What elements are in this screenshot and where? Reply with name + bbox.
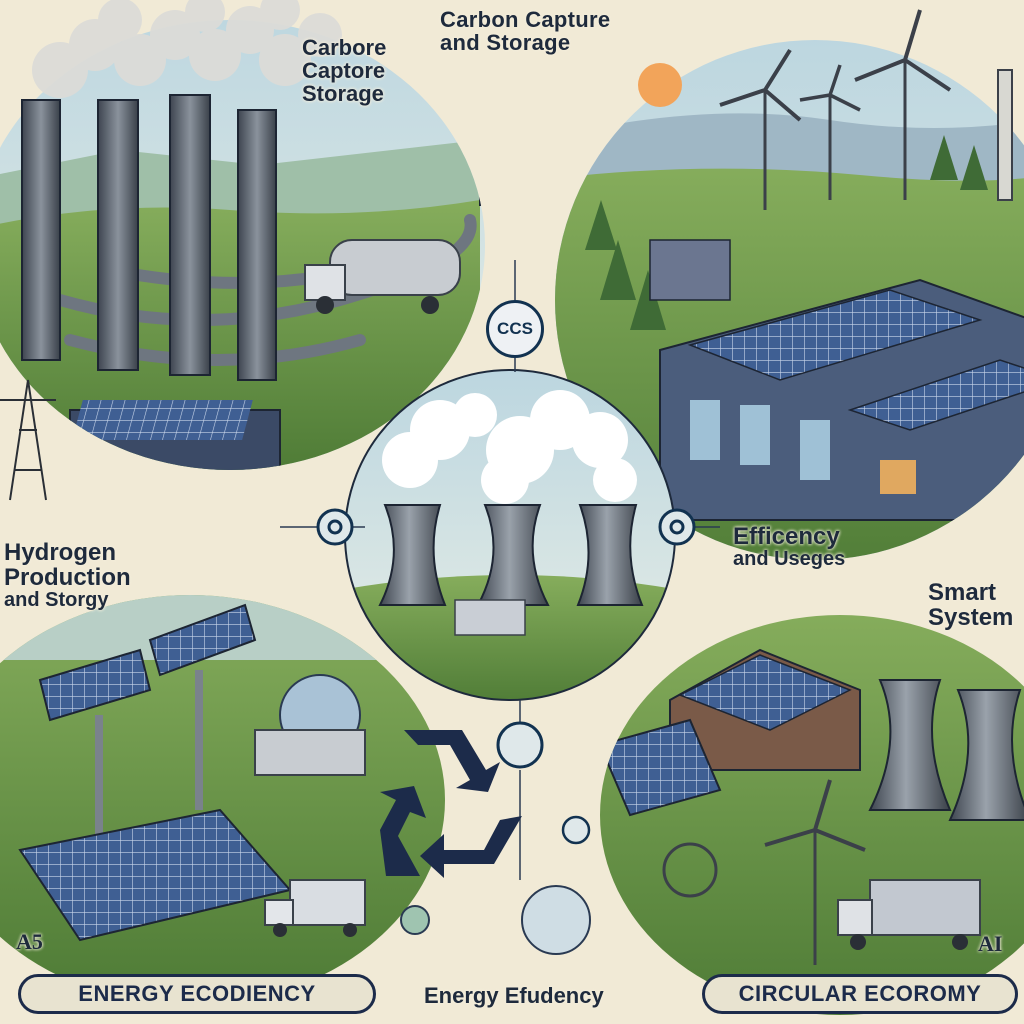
label-carbore-captore-storage: Carbore Captore Storage xyxy=(302,36,386,105)
label-line: Efficency xyxy=(733,523,840,550)
label-line: Storage xyxy=(302,81,384,107)
truck-icon xyxy=(304,239,461,314)
label-line: System xyxy=(928,604,1014,632)
label-line: Carbon Capture xyxy=(440,7,611,32)
label-efficiency-and-usages: Efficency and Useges xyxy=(733,524,845,570)
smokestack-icon xyxy=(21,0,342,381)
truck-icon xyxy=(264,879,366,937)
panel-hydrogen xyxy=(0,595,445,1005)
ccs-badge: CCS xyxy=(486,300,544,358)
panel-carbon-capture-industry xyxy=(0,0,485,501)
cooling-tower-icon xyxy=(868,679,1024,821)
label-line: Production xyxy=(4,564,131,592)
banner-energy-ecodiency: ENERGY ECODIENCY xyxy=(18,974,376,1014)
label-energy-efudency: Energy Efudency xyxy=(424,983,604,1008)
cooling-tower-icon xyxy=(378,504,644,606)
leaf-node-icon xyxy=(400,905,430,935)
label-line: and Storgy xyxy=(4,589,109,612)
link-node-icon xyxy=(316,508,696,845)
solar-panel-icon xyxy=(18,603,292,942)
globe-icon xyxy=(521,885,591,955)
label-hydrogen-production: Hydrogen Production and Storgy xyxy=(4,540,131,611)
label-carbon-capture-and-storage: Carbon Capture and Storage xyxy=(440,8,610,54)
truck-icon xyxy=(837,879,981,950)
panel-center-cooling-towers xyxy=(344,369,676,701)
wind-turbine-icon xyxy=(764,779,866,965)
label-line: Captore xyxy=(302,58,386,84)
corner-label-ai: AI xyxy=(978,931,1003,956)
wind-turbine-icon xyxy=(719,9,952,210)
panel-circular-economy xyxy=(600,615,1024,1015)
label-line: Hydrogen xyxy=(4,539,117,566)
banner-circular-economy: CIRCULAR ECOROMY xyxy=(702,974,1018,1014)
label-line: and Useges xyxy=(733,548,846,571)
label-line: Smart xyxy=(928,579,997,606)
recycle-icon xyxy=(380,730,522,878)
power-pylon-icon xyxy=(0,379,56,501)
label-line: and Storage xyxy=(440,30,571,56)
connector-lines xyxy=(280,260,720,880)
label-smart-system: Smart System xyxy=(928,579,1014,632)
corner-label-a5: A5 xyxy=(16,929,43,954)
label-line: Carbore xyxy=(302,35,387,60)
